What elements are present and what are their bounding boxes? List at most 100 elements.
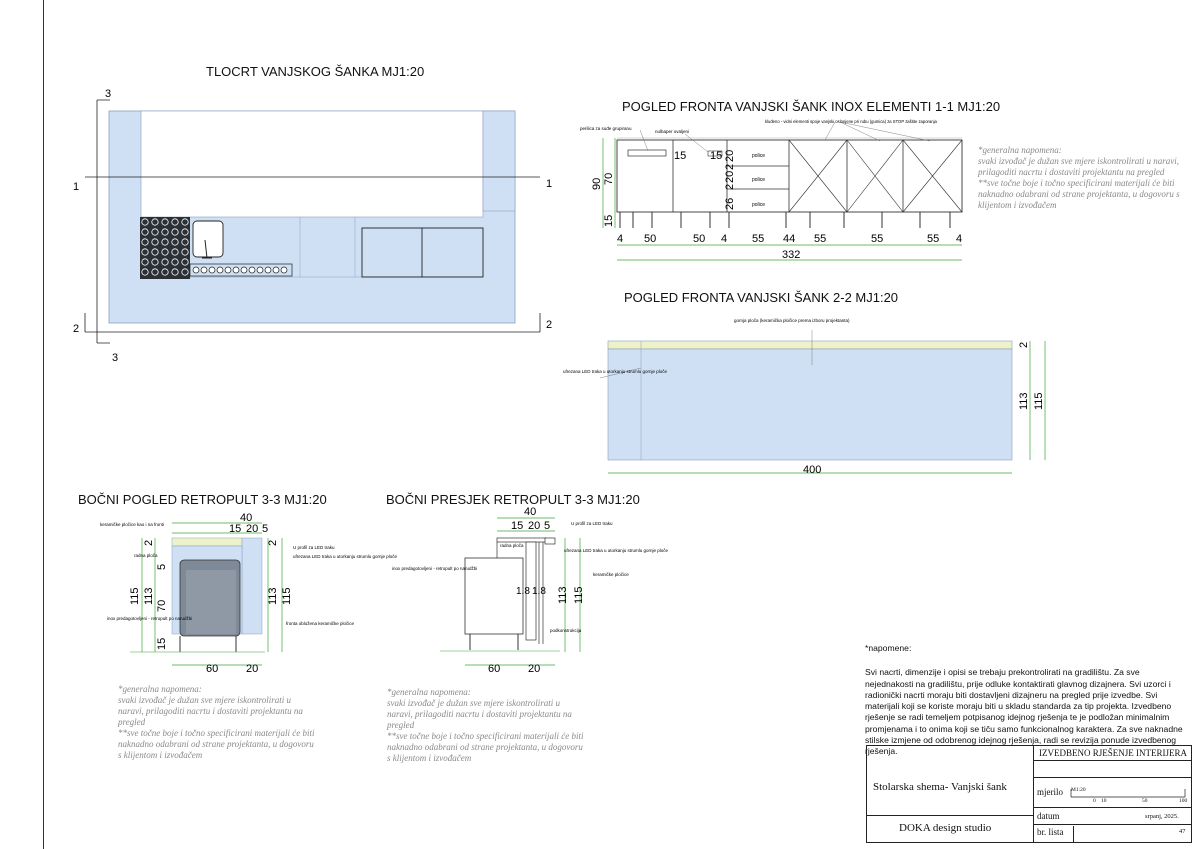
section-dim-113: 113 (557, 586, 569, 604)
studio-name: DOKA design studio (899, 822, 992, 834)
top-slab-label: gornja ploča (keramička pločice prema iz… (734, 318, 850, 323)
front-11-dim-70: 70 (603, 173, 615, 185)
dishwasher-label: perilica za suđe grupiranu (580, 126, 632, 131)
section-dim-15: 15 (511, 520, 523, 532)
front-11-bottom-dim: 55 (752, 233, 764, 245)
scale-label: mjerilo (1037, 787, 1063, 797)
side-view-dim-60: 60 (206, 663, 218, 675)
side-view-dim-2-right: 2 (267, 540, 279, 546)
side-view-fridge-label: inox predagotovljeni - retropult po naru… (107, 616, 192, 621)
front-11-title: POGLED FRONTA VANJSKI ŠANK INOX ELEMENTI… (622, 99, 1001, 114)
drawing-name: Stolarska shema- Vanjski šank (873, 781, 1007, 793)
front-11-dim-2a: 2 (724, 164, 736, 170)
section-worktop-label: radna ploča (500, 543, 524, 548)
front-11-total: 332 (782, 249, 800, 261)
side-view-dim-5: 5 (262, 523, 268, 535)
floor-plan-title: TLOCRT VANJSKOG ŠANKA MJ1:20 (206, 64, 425, 79)
side-view-dim-20: 20 (246, 523, 258, 535)
side-view-dim-20-bottom: 20 (246, 663, 258, 675)
side-view-dim-113-right: 113 (267, 587, 279, 605)
side-view-general-note: *generalna napomena: svaki izvođač je du… (118, 684, 315, 760)
front-11-dim-15a: 15 (674, 150, 686, 162)
section-mark-1-right: 1 (546, 178, 552, 190)
front-11-bottom-dim: 4 (721, 233, 727, 245)
led-strip-label: ufrezana LED traka u utorkanju strumlu g… (563, 369, 668, 374)
front-11-dim-20a: 20 (724, 150, 736, 162)
front-11-dim-20b: 20 (724, 171, 736, 183)
floor-plan: 1 1 2 2 3 3 (73, 88, 552, 364)
side-view: 40 15 20 5 2 115 113 5 70 15 2 113 115 6… (100, 512, 398, 675)
front-22-dim-113: 113 (1018, 392, 1030, 410)
front-22-dim-2: 2 (1018, 342, 1030, 348)
scale-tick-50: 50 (1142, 798, 1148, 804)
side-section-general-note: *generalna napomena: svaki izvođač je du… (387, 687, 584, 763)
remarks-block: *napomene: Svi nacrti, dimenzije i opisi… (865, 643, 1190, 758)
scale-bar (1069, 787, 1187, 805)
front-22-elevation: gornja ploča (keramička pločice prema iz… (563, 318, 1046, 476)
side-view-dim-5-left: 5 (156, 564, 168, 570)
side-view-dim-15-left: 15 (156, 638, 168, 650)
section-mark-2-right: 2 (546, 319, 552, 331)
front-11-elevation: police police police perilica za suđe gr… (580, 119, 963, 261)
title-block-header: IZVEDBENO RJEŠENJE INTERIJERA (1039, 748, 1187, 758)
section-dim-60: 60 (488, 663, 500, 675)
section-dim-40: 40 (524, 506, 536, 518)
scale-value: M1:20 (1071, 787, 1086, 793)
scale-tick-10: 10 (1101, 798, 1107, 804)
sheet-border (43, 0, 1199, 849)
section-led-label: ufrezana LED traka u utorkanju strumlu g… (564, 548, 669, 553)
front-22-total: 400 (803, 464, 821, 476)
shelf-label-2: police (752, 177, 765, 183)
date-label: datum (1037, 811, 1060, 821)
section-mark-2-left: 2 (73, 323, 79, 335)
side-view-led-label: ufrezana LED traka u utorkanju strumlu g… (293, 554, 398, 559)
remarks-body: Svi nacrti, dimenzije i opisi se trebaju… (865, 667, 1183, 757)
tops-label: kluđeno - vidni elementi spoje vanjski o… (765, 119, 938, 124)
front-11-bottom-dim: 4 (956, 233, 962, 245)
section-dim-1-8a: 1.8 (516, 586, 530, 597)
front-22-dim-115: 115 (1033, 392, 1045, 410)
front-11-dim-15b: 15 (710, 150, 722, 162)
scale-tick-100: 100 (1179, 798, 1188, 804)
side-view-dim-70: 70 (156, 600, 168, 612)
section-uprofile-label: U profil za LED traku (571, 521, 613, 526)
section-dim-20-bottom: 20 (528, 663, 540, 675)
front-11-bottom-dim: 55 (927, 233, 939, 245)
section-dim-1-8b: 1.8 (532, 586, 546, 597)
side-view-uprofile-label: U profil za LED traku (293, 545, 335, 550)
front-11-dim-2b: 2 (724, 184, 736, 190)
side-view-dim-115-left: 115 (129, 587, 141, 605)
cutlery-label: nulbaper ovaljeni (655, 129, 689, 134)
remarks-heading: *napomene: (865, 643, 912, 653)
section-dim-5: 5 (544, 520, 550, 532)
front-11-dim-15: 15 (603, 215, 615, 227)
side-view-dim-113-left: 113 (143, 587, 155, 605)
shelf-label-1: police (752, 153, 765, 159)
side-view-worktop-label: radna ploča (134, 553, 158, 558)
side-view-title: BOČNI POGLED RETROPULT 3-3 MJ1:20 (78, 492, 327, 507)
side-view-dim-115-right: 115 (281, 587, 293, 605)
side-view-tiles-label: keramičke pločice kao i na fronti (100, 522, 164, 527)
front-11-bottom-dim: 50 (693, 233, 705, 245)
side-view-dim-2-left: 2 (143, 540, 155, 546)
title-block: IZVEDBENO RJEŠENJE INTERIJERA Stolarska … (866, 745, 1192, 843)
side-view-dim-40: 40 (240, 512, 252, 524)
section-mark-3-top: 3 (105, 88, 111, 100)
front-11-bottom-dim: 55 (814, 233, 826, 245)
side-view-front-tiles-label: fronta obložena keramičke pločice (286, 621, 355, 626)
section-mark-1-left: 1 (73, 181, 79, 193)
date-value: srpanj, 2025. (1145, 813, 1179, 820)
section-tiles-label: keramičke pločice (593, 572, 629, 577)
side-section-title: BOČNI PRESJEK RETROPULT 3-3 MJ1:20 (386, 492, 640, 507)
front-11-bottom-dim: 55 (871, 233, 883, 245)
sink-basin (192, 220, 224, 258)
section-dim-20: 20 (528, 520, 540, 532)
sheet-label: br. lista (1037, 827, 1064, 837)
front-11-dim-90: 90 (591, 178, 603, 190)
front-11-bottom-dim: 44 (783, 233, 795, 245)
section-fridge-label: inox predagotovljeni - retropult po naru… (392, 566, 477, 571)
sheet-number: 47 (1179, 828, 1186, 835)
scale-tick-0: 0 (1093, 798, 1096, 804)
side-view-dim-15: 15 (229, 523, 241, 535)
